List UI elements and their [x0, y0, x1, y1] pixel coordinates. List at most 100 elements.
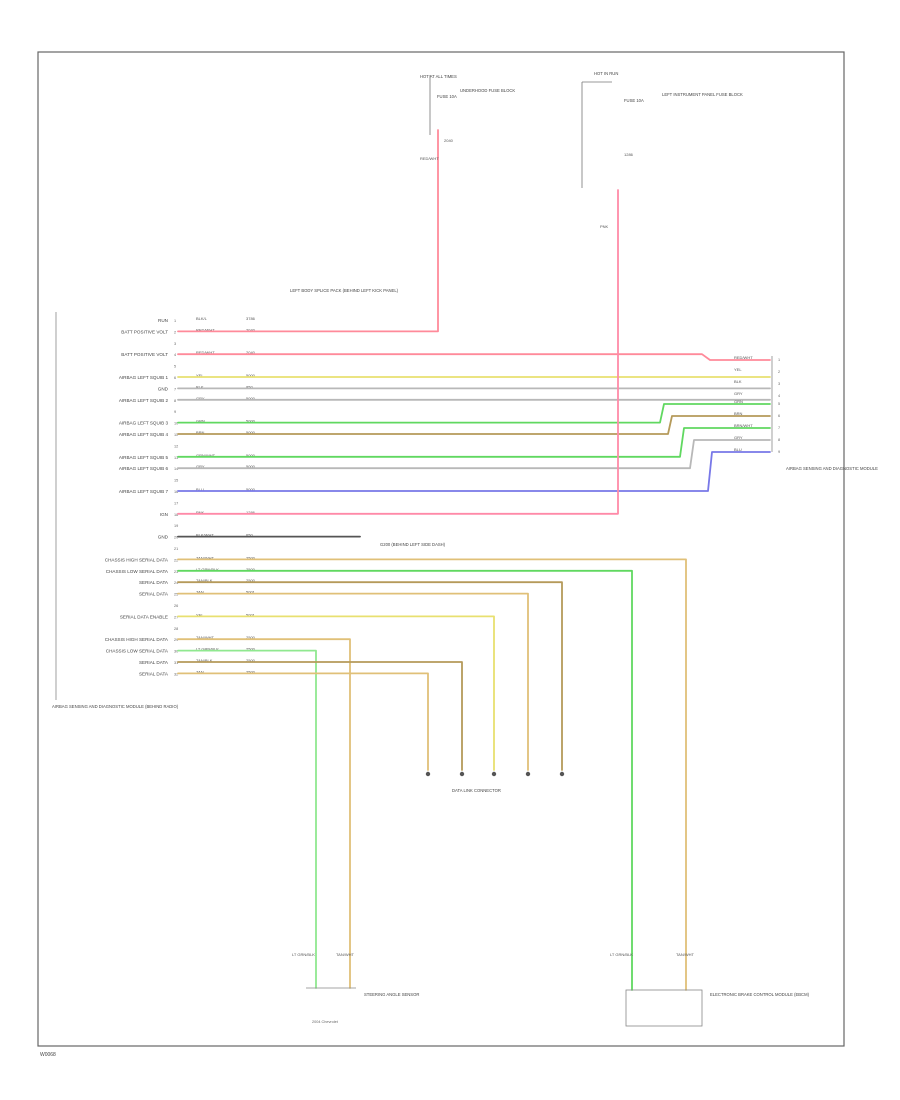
pin-number: 15: [174, 479, 178, 483]
right-pin-number: 3: [778, 382, 780, 386]
pin-label: CHASSIS HIGH SERIAL DATA: [105, 557, 169, 562]
pin-number: 14: [174, 467, 178, 471]
pin-number: 7: [174, 387, 176, 391]
diagram-frame: [37, 51, 845, 1047]
pin-label: IGN: [160, 512, 168, 517]
pin-wire-color: GRN: [196, 419, 205, 424]
pin-circuit-code: 5001: [246, 590, 256, 595]
pin-circuit-code: 5000: [246, 419, 256, 424]
pin-wire-color: BLK/L: [196, 316, 208, 321]
pin-circuit-code: 2040: [246, 350, 256, 355]
pin-number: 19: [174, 524, 178, 528]
wire-chassis-high-2: [177, 638, 351, 989]
pin-label: BATT POSITIVE VOLT: [121, 329, 168, 334]
wire-batt-2: [177, 353, 771, 361]
fuse-right-wire: PNK: [600, 224, 609, 229]
fuse-hot-at-all-times: HOT AT ALL TIMES FUSE 10A UNDERHOOD FUSE…: [420, 74, 515, 161]
wire-batt-1: [177, 129, 439, 333]
pin-number: 5: [174, 365, 176, 369]
pin-wire-color: YEL: [196, 373, 204, 378]
fuse-right-title: HOT IN RUN: [594, 71, 618, 76]
pin-wire-color: LT GRN/BLK: [196, 567, 219, 572]
pin-circuit-code: 5000: [246, 373, 256, 378]
pin-label: AIRBAG LEFT SQUIB 5: [119, 455, 169, 460]
pin-circuit-code: 650: [246, 533, 253, 538]
pin-label: SERIAL DATA: [139, 660, 169, 665]
ebcm: LT GRN/BLK TAN/WHT ELECTRONIC BRAKE CONT…: [610, 952, 810, 1027]
pin-circuit-code: 2500: [246, 658, 256, 663]
pin-label: AIRBAG LEFT SQUIB 7: [119, 489, 169, 494]
wire-ign: [177, 189, 619, 515]
pin-circuit-code: 5000: [246, 396, 256, 401]
pin-number: 28: [174, 627, 178, 631]
pin-label: AIRBAG LEFT SQUIB 1: [119, 375, 169, 380]
pin-circuit-code: 5000: [246, 487, 256, 492]
left-module-name: AIRBAG SENSING AND DIAGNOSTIC MODULE (BE…: [52, 704, 179, 709]
fuse-right-rating: FUSE 10A: [624, 98, 644, 103]
pin-number: 18: [174, 513, 178, 517]
splice-note: LEFT BODY SPLICE PACK (BEHIND LEFT KICK …: [290, 288, 399, 293]
bottom-left-wire-b: TAN/WHT: [336, 952, 354, 957]
fuse-left-rating: FUSE 10A: [437, 94, 457, 99]
wire-squib-3: [177, 403, 771, 424]
data-link-connector: [425, 771, 565, 777]
pin-number: 32: [174, 672, 178, 676]
pin-wire-color: RED/WHT: [196, 327, 215, 332]
pin-wire-color: TAN/BLK: [196, 578, 213, 583]
pin-number: 30: [174, 650, 178, 654]
pin-number: 26: [174, 604, 178, 608]
pin-wire-color: BLU: [196, 487, 204, 492]
pin-number: 12: [174, 444, 178, 448]
right-pin-number: 4: [778, 394, 780, 398]
pin-label: AIRBAG LEFT SQUIB 3: [119, 421, 169, 426]
pin-wire-color: BLK/WHT: [196, 533, 214, 538]
footer-code: W0068: [40, 1052, 56, 1058]
pin-number: 24: [174, 581, 178, 585]
pin-wire-color: GRY: [196, 464, 205, 469]
pin-number: 27: [174, 615, 178, 619]
bottom-right-wire-b: TAN/WHT: [676, 952, 694, 957]
pin-wire-color: GRY: [196, 396, 205, 401]
pin-circuit-code: 5000: [246, 430, 256, 435]
right-wire-color: BLU: [734, 447, 742, 452]
dlc-pin: [459, 771, 465, 777]
pin-number: 11: [174, 433, 178, 437]
pin-label: SERIAL DATA: [139, 671, 169, 676]
dlc-name: DATA LINK CONNECTOR: [452, 788, 501, 793]
pin-label: GND: [158, 535, 169, 540]
fuse-hot-in-run: HOT IN RUN FUSE 10A LEFT INSTRUMENT PANE…: [581, 71, 743, 229]
fuse-right-desc: LEFT INSTRUMENT PANEL FUSE BLOCK: [662, 92, 743, 97]
pin-circuit-code: 2500: [246, 635, 256, 640]
right-module-name: AIRBAG SENSING AND DIAGNOSTIC MODULE: [786, 466, 878, 471]
pin-number: 4: [174, 353, 176, 357]
pin-number: 2: [174, 330, 176, 334]
pin-wire-color: BRN: [196, 430, 205, 435]
pin-number: 1: [174, 319, 176, 323]
wire-chassis-low-2: [177, 649, 317, 989]
dlc-pin: [425, 771, 431, 777]
pin-label: SERIAL DATA: [139, 580, 169, 585]
dlc-pin: [525, 771, 531, 777]
pin-wire-color: TAN: [196, 669, 204, 674]
pin-circuit-code: 5001: [246, 612, 256, 617]
wire-chassis-high-1: [177, 558, 687, 991]
right-wire-color: GRY: [734, 435, 743, 440]
right-pin-number: 7: [778, 426, 780, 430]
dlc-pin: [559, 771, 565, 777]
fuse-left-desc: UNDERHOOD FUSE BLOCK: [460, 88, 515, 93]
wire-serial-3: [177, 661, 463, 771]
pin-label: GND: [158, 386, 169, 391]
pin-circuit-code: 5000: [246, 453, 256, 458]
right-wire-color: BRN: [734, 411, 743, 416]
fuse-left-code: 2040: [444, 138, 454, 143]
right-wire-color: GRN: [734, 399, 743, 404]
pin-label: CHASSIS LOW SERIAL DATA: [106, 649, 169, 654]
wire-squib-7: [177, 451, 771, 492]
pin-circuit-code: 5000: [246, 464, 256, 469]
pin-wire-color: GRN/WHT: [196, 453, 216, 458]
dlc-pin: [491, 771, 497, 777]
pin-wire-color: TAN/BLK: [196, 658, 213, 663]
